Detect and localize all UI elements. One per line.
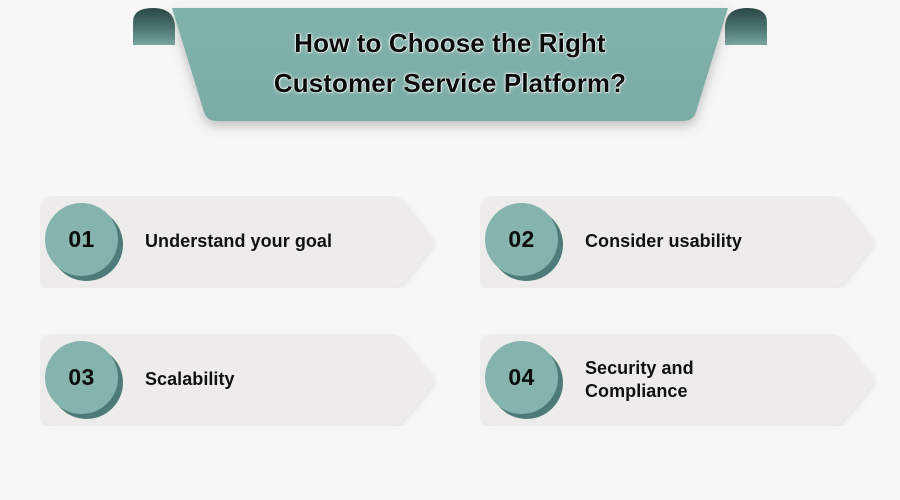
step-label: Scalability — [145, 369, 235, 390]
banner-fold-left — [133, 8, 175, 45]
step-label: Consider usability — [585, 231, 742, 252]
step-number-badge: 04 — [485, 341, 563, 419]
steps-row-2: 03 Scalability 04 Security and Complianc… — [0, 334, 900, 430]
step-card-03[interactable]: 03 Scalability — [40, 334, 438, 426]
badge-circle: 01 — [45, 203, 118, 276]
badge-circle: 03 — [45, 341, 118, 414]
step-number: 04 — [508, 364, 535, 390]
card-chevron-shape — [480, 196, 874, 288]
banner-body — [172, 8, 728, 121]
card-chevron-shape — [40, 334, 434, 426]
step-number: 03 — [68, 364, 95, 390]
step-number-badge: 01 — [45, 203, 123, 281]
step-number-badge: 03 — [45, 341, 123, 419]
banner-fold-right — [725, 8, 767, 45]
step-card-01[interactable]: 01 Understand your goal — [40, 196, 438, 288]
steps-grid: 01 Understand your goal 02 Consider usab… — [0, 196, 900, 472]
step-card-02[interactable]: 02 Consider usability — [480, 196, 878, 288]
step-number-badge: 02 — [485, 203, 563, 281]
card-chevron-shape — [40, 196, 434, 288]
step-label: Security and Compliance — [585, 357, 694, 401]
steps-row-1: 01 Understand your goal 02 Consider usab… — [0, 196, 900, 292]
badge-circle: 02 — [485, 203, 558, 276]
step-label: Understand your goal — [145, 231, 333, 252]
step-card-04[interactable]: 04 Security and Compliance — [480, 334, 878, 426]
banner-ribbon-shape — [133, 8, 767, 121]
badge-circle: 04 — [485, 341, 558, 414]
card-chevron-shape — [480, 334, 874, 426]
step-number: 02 — [508, 226, 535, 252]
page-title-line-1: How to Choose the Right — [294, 28, 606, 58]
step-number: 01 — [68, 226, 95, 252]
page-title-line-2: Customer Service Platform? — [273, 67, 627, 98]
